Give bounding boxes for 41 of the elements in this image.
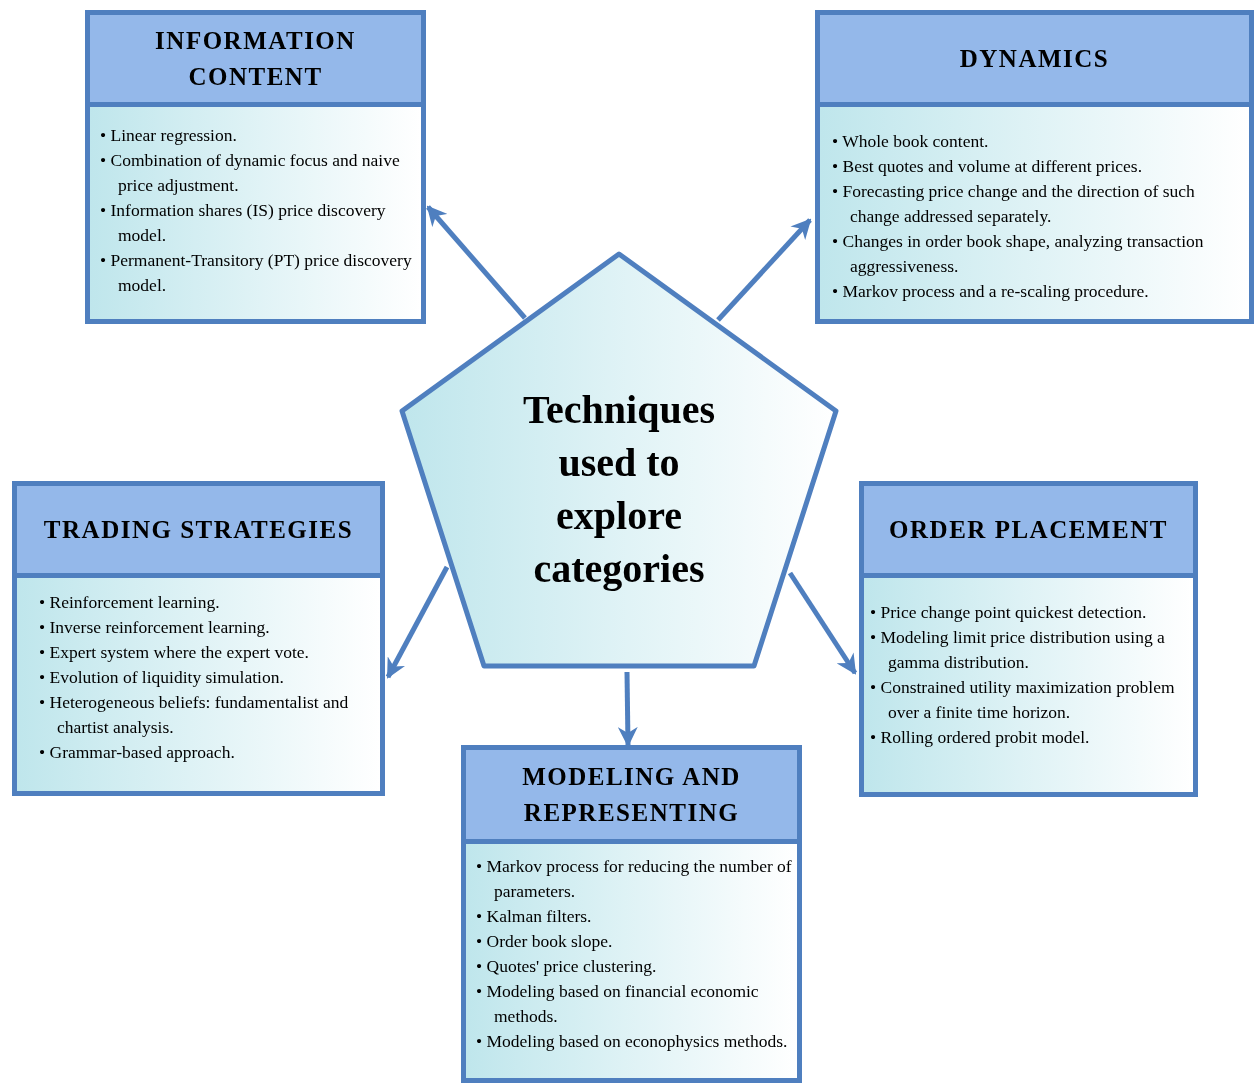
card-heading: INFORMATION CONTENT	[90, 15, 421, 107]
center-title: Techniques used to explore categories	[522, 386, 716, 593]
card-heading: TRADING STRATEGIES	[17, 486, 380, 578]
bullet-item: • Reinforcement learning.	[38, 591, 221, 614]
card-heading: DYNAMICS	[820, 15, 1249, 107]
bullet-item: • Constrained utility maximization problem over a finite time horizon.	[869, 676, 1176, 724]
bullet-item: • Linear regression.	[99, 124, 238, 147]
category-card	[461, 745, 802, 1083]
arrow	[787, 571, 858, 675]
bullet-item: • Information shares (IS) price discovery model.	[99, 199, 387, 247]
bullet-item: • Markov process and a re-scaling procedure.	[831, 280, 1150, 303]
card-heading: MODELING AND REPRESENTING	[466, 750, 797, 844]
arrow	[426, 205, 527, 320]
bullet-item: • Modeling based on financial economic methods.	[475, 980, 760, 1028]
bullet-item: • Combination of dynamic focus and naive price adjustment.	[99, 149, 401, 197]
bullet-item: • Price change point quickest detection.	[869, 601, 1148, 624]
bullet-item: • Forecasting price change and the direction of such change addressed separately.	[831, 180, 1196, 228]
bullet-item: • Inverse reinforcement learning.	[38, 616, 271, 639]
category-card	[12, 481, 385, 796]
arrow	[617, 671, 638, 747]
bullet-item: • Evolution of liquidity simulation.	[38, 666, 285, 689]
bullet-item: • Whole book content.	[831, 130, 990, 153]
bullet-item: • Modeling limit price distribution using a gamma distribution.	[869, 626, 1166, 674]
bullet-item: • Grammar-based approach.	[38, 741, 236, 764]
bullet-item: • Quotes' price clustering.	[475, 955, 658, 978]
bullet-item: • Rolling ordered probit model.	[869, 726, 1091, 749]
arrow	[385, 565, 450, 679]
bullet-item: • Permanent-Transitory (PT) price discovery model.	[99, 249, 413, 297]
category-card	[815, 10, 1254, 324]
bullet-item: • Heterogeneous beliefs: fundamentalist and chartist analysis.	[38, 691, 350, 739]
bullet-item: • Expert system where the expert vote.	[38, 641, 310, 664]
category-card	[85, 10, 426, 324]
bullet-item: • Best quotes and volume at different prices.	[831, 155, 1144, 178]
card-heading: ORDER PLACEMENT	[864, 486, 1193, 578]
bullet-item: • Kalman filters.	[475, 905, 593, 928]
bullet-item: • Markov process for reducing the number of parameters.	[475, 855, 793, 903]
bullet-item: • Order book slope.	[475, 930, 614, 953]
category-card	[859, 481, 1198, 797]
arrow	[716, 218, 812, 322]
bullet-item: • Modeling based on econophysics methods.	[475, 1030, 789, 1053]
bullet-item: • Changes in order book shape, analyzing transaction aggressiveness.	[831, 230, 1205, 278]
